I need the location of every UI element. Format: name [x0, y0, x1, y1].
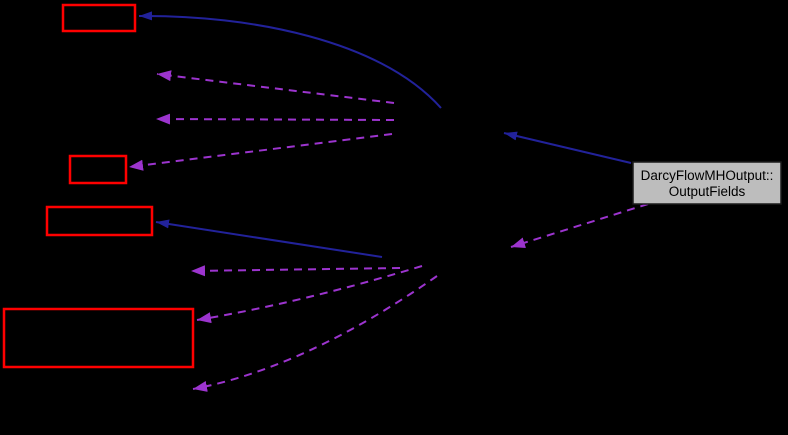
dashed-edge-to-middle-left-box [128, 133, 393, 171]
dashed-edge-to-bottom-large-box [196, 265, 423, 324]
dashed-edges [128, 70, 649, 392]
truncated-node-top-left[interactable] [61, 3, 137, 33]
dashed-edge-bottom [192, 275, 438, 392]
dashed-edge-upper-1 [156, 70, 395, 104]
main-node-box[interactable] [632, 161, 782, 205]
solid-edges [138, 11, 632, 258]
truncated-nodes [2, 3, 195, 369]
dashed-edge-from-main-node [510, 203, 649, 249]
solid-edge-curve-to-top-left-box [138, 11, 442, 109]
node-darcyflowmhoutput-outputfields[interactable]: DarcyFlowMHOutput:: OutputFields [632, 161, 782, 205]
truncated-node-bottom-left-large[interactable] [2, 307, 195, 369]
truncated-node-lower-left[interactable] [45, 205, 154, 237]
main-node-label-line2: OutputFields [669, 184, 746, 199]
solid-edge-from-main-node [503, 131, 632, 164]
truncated-node-middle-left[interactable] [68, 154, 128, 185]
solid-edge-to-lower-left-box [155, 219, 383, 258]
main-node-label-line1: DarcyFlowMHOutput:: [641, 168, 774, 183]
dashed-edge-upper-2 [155, 113, 395, 125]
dashed-edge-lower-1 [190, 265, 401, 277]
